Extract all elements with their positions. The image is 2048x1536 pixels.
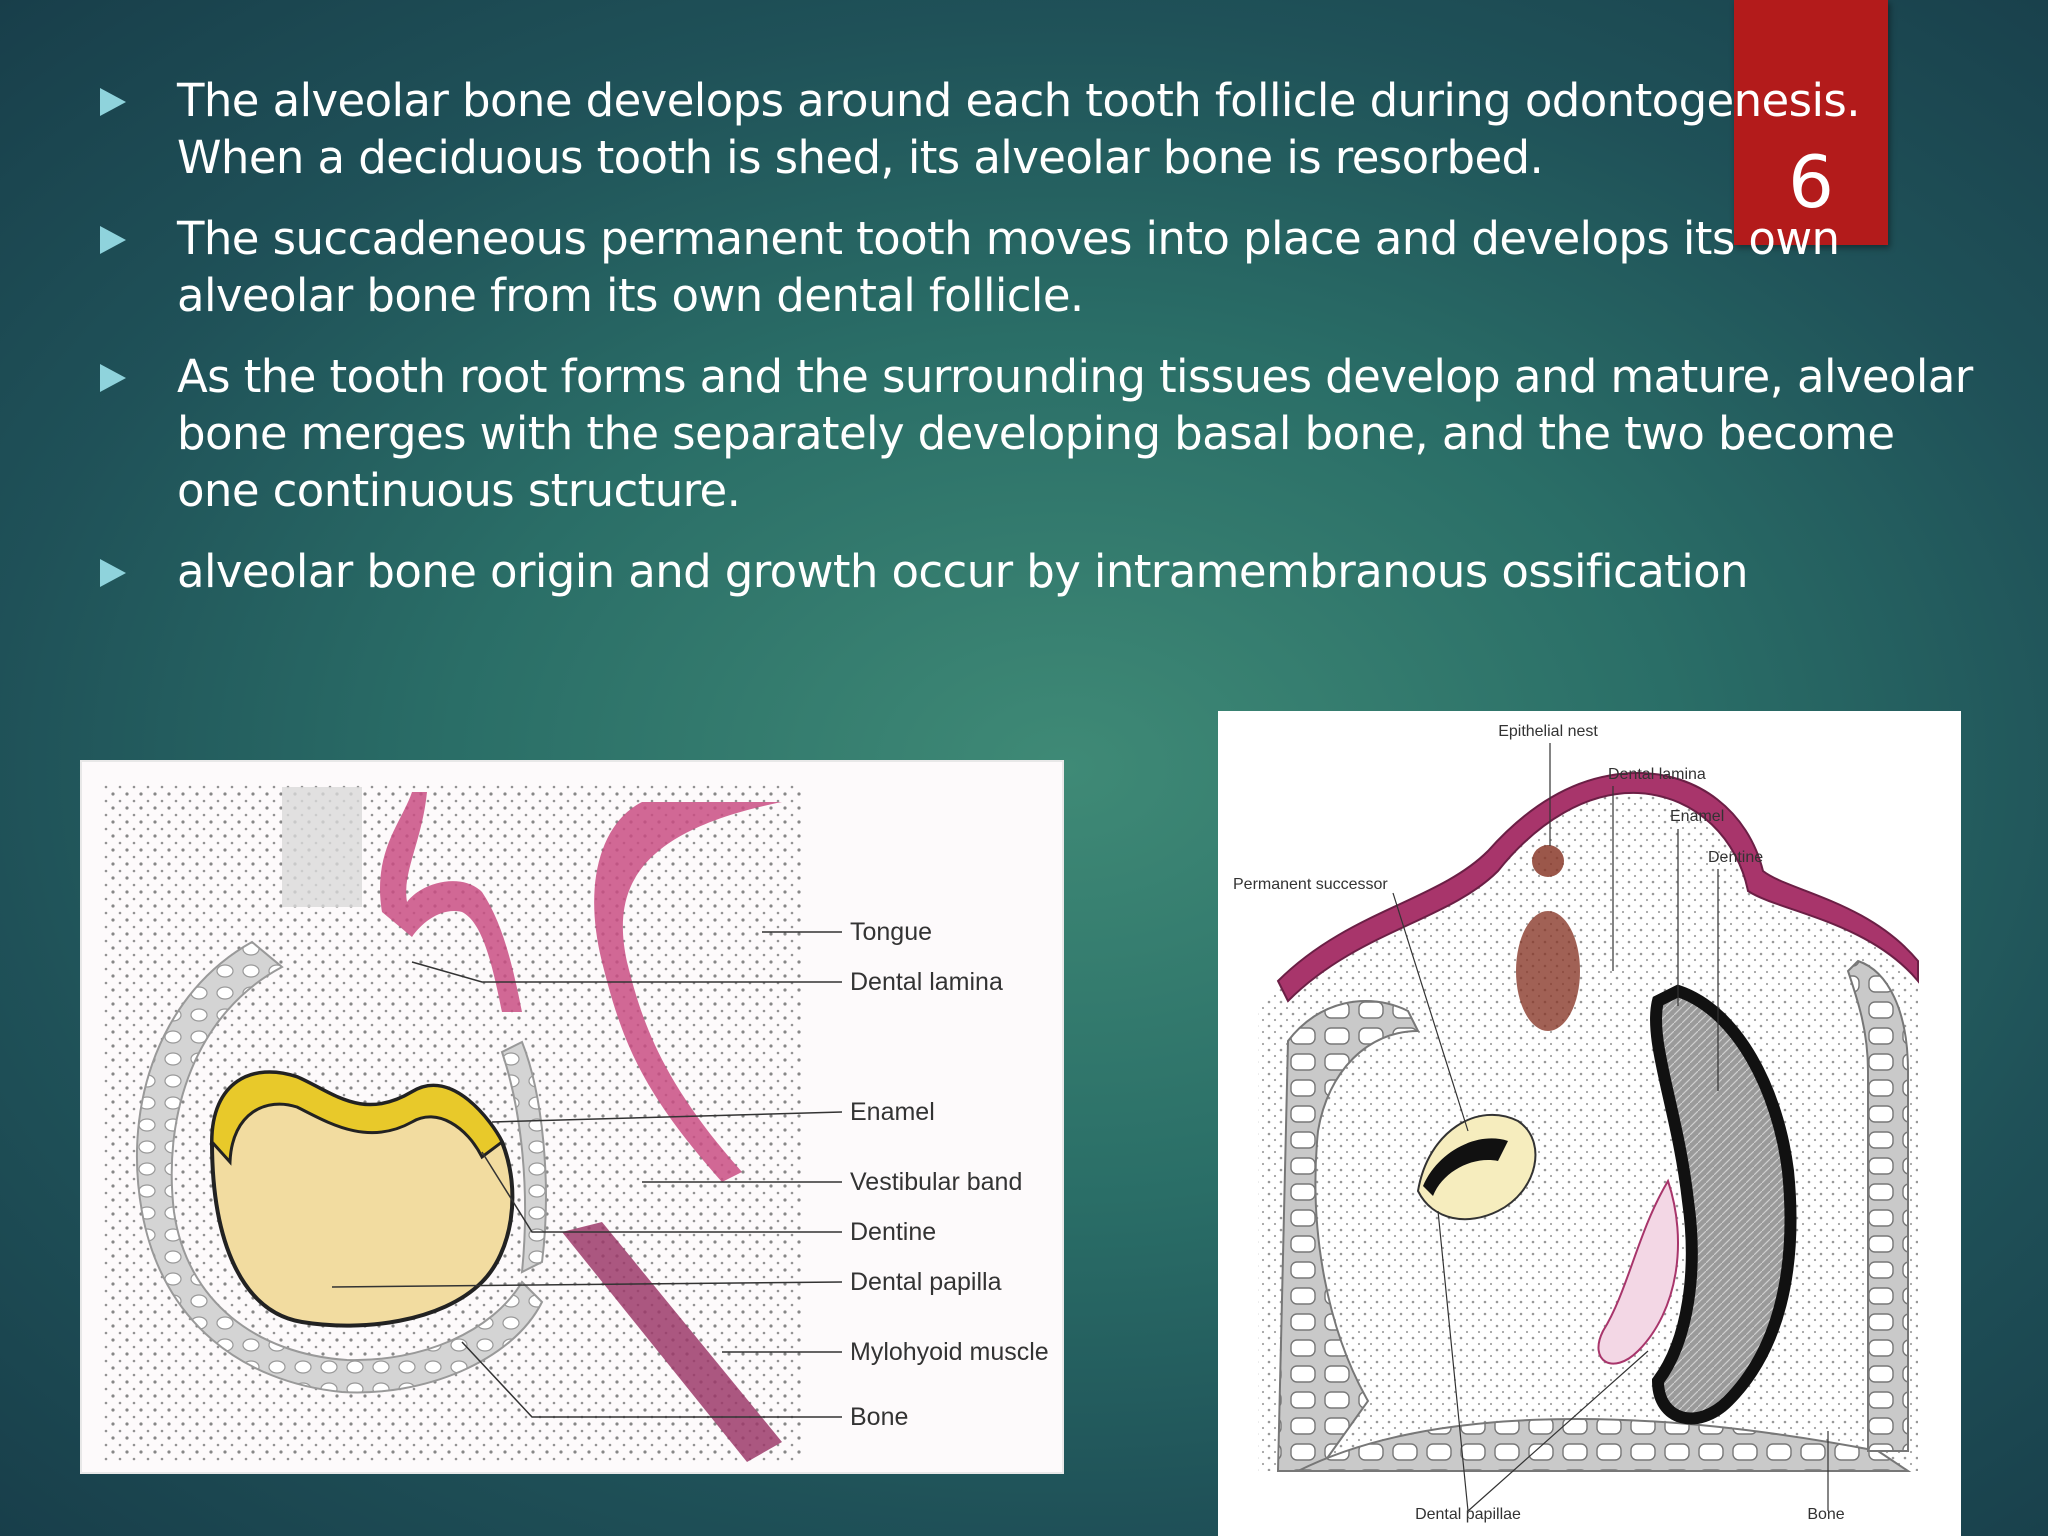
label-bone: Bone (850, 1403, 908, 1431)
deciduous-tooth (1649, 984, 1797, 1425)
label-dental-papilla: Dental papilla (850, 1268, 1002, 1296)
bullet-text: The succadeneous permanent tooth moves i… (177, 212, 1840, 322)
label-dental-lamina: Dental lamina (850, 968, 1003, 996)
triangle-bullet-icon (100, 559, 126, 587)
bone-strip (500, 1040, 547, 1274)
bone-bottom (1297, 1417, 1912, 1472)
label-vestibular-band: Vestibular band (850, 1168, 1022, 1196)
bullet-item: The alveolar bone develops around each t… (100, 72, 1980, 186)
bone-right (1846, 959, 1909, 1452)
tooth-development-diagram-left: Tongue Dental lamina Enamel Vestibular b… (80, 760, 1064, 1474)
label-tongue: Tongue (850, 918, 932, 946)
dental-papilla-shape-right (1597, 1178, 1679, 1365)
bone-left (1276, 1000, 1420, 1472)
leader-lines (331, 931, 843, 1418)
right-leader-lines (1392, 743, 1829, 1512)
label-epithelial-nest: Epithelial nest (1498, 723, 1598, 740)
mylohyoid-muscle-shape (562, 1222, 782, 1462)
bullet-item: alveolar bone origin and growth occur by… (100, 543, 1980, 600)
oral-epithelium (1276, 771, 1919, 1003)
bullet-list: The alveolar bone develops around each t… (100, 72, 1980, 624)
triangle-bullet-icon (100, 88, 126, 116)
label-dental-lamina-right: Dental lamina (1608, 766, 1706, 783)
epithelial-nest-shape (1532, 845, 1564, 877)
label-enamel: Enamel (850, 1098, 935, 1126)
bullet-text: alveolar bone origin and growth occur by… (177, 545, 1749, 598)
tongue-region (282, 787, 362, 907)
label-dentine-right: Dentine (1708, 849, 1763, 866)
right-diagram-svg: Epithelial nest Dental lamina Enamel Den… (1218, 711, 1961, 1536)
vestibular-band-shape (594, 802, 782, 1182)
bone-shape (135, 940, 544, 1394)
label-mylohyoid-muscle: Mylohyoid muscle (850, 1338, 1049, 1366)
epithelium-fold (379, 792, 522, 1012)
triangle-bullet-icon (100, 226, 126, 254)
bullet-item: The succadeneous permanent tooth moves i… (100, 210, 1980, 324)
label-dental-papillae: Dental papillae (1415, 1506, 1521, 1523)
triangle-bullet-icon (100, 364, 126, 392)
enamel-shape (210, 1070, 504, 1166)
label-permanent-successor: Permanent successor (1233, 876, 1388, 893)
label-bone-right: Bone (1807, 1506, 1844, 1523)
label-enamel-right: Enamel (1670, 808, 1724, 825)
bullet-text: The alveolar bone develops around each t… (177, 74, 1861, 184)
left-diagram-svg: Tongue Dental lamina Enamel Vestibular b… (82, 762, 1062, 1472)
slide-number: 6 (1788, 140, 1834, 224)
label-dentine: Dentine (850, 1218, 936, 1246)
bullet-item: As the tooth root forms and the surround… (100, 348, 1980, 519)
tooth-development-diagram-right: Epithelial nest Dental lamina Enamel Den… (1218, 711, 1961, 1536)
dental-lamina-shape (1516, 911, 1580, 1031)
bullet-text: As the tooth root forms and the surround… (177, 350, 1973, 517)
permanent-successor-enamel (1423, 1138, 1508, 1196)
slide-number-box: 6 (1734, 0, 1888, 245)
